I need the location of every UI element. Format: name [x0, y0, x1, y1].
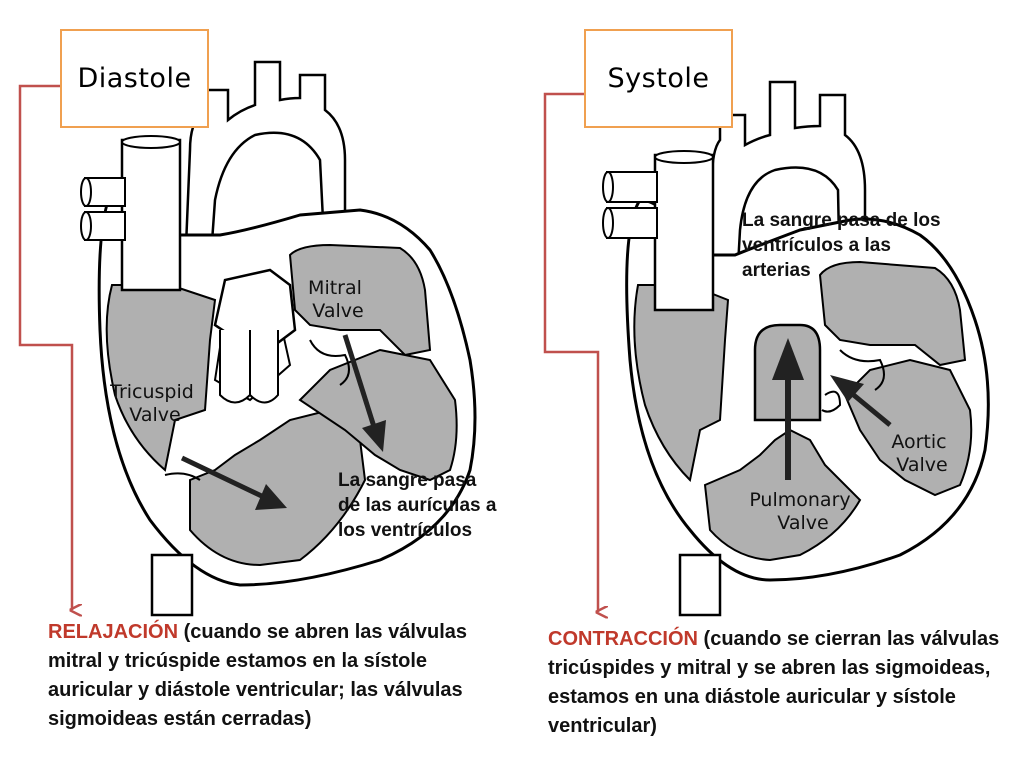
valve-curl-1	[219, 330, 251, 404]
left-ventricle	[298, 348, 458, 482]
right-atrium	[105, 284, 217, 472]
aortic-flow-arrow	[848, 390, 892, 427]
systole-note-line: La sangre pasa de los	[742, 210, 941, 231]
pv4-end	[602, 207, 614, 239]
systole-keyword: CONTRACCIÓN	[548, 628, 698, 650]
systole-caption-text: (cuando se cierran las válvulas tricúspi…	[548, 628, 1000, 737]
left-atrium	[288, 243, 432, 357]
diastole-note-line: La sangre pasa	[338, 470, 477, 491]
diastole-heart: Mitral Valve Tricuspid Valve	[80, 60, 477, 617]
aortic-label: Aortic Valve	[891, 431, 952, 476]
pv3-end	[602, 171, 614, 203]
superior-vena-cava	[120, 138, 182, 292]
tricuspid-flow-arrow	[180, 455, 272, 503]
systole-note-line: arterias	[742, 260, 811, 281]
mitral-label: Mitral Valve	[308, 277, 368, 322]
inferior-vena-cava	[150, 553, 194, 617]
systole-connector	[543, 92, 598, 612]
diastole-note-line: de las aurículas a	[338, 495, 497, 516]
tricuspid-flow-arrowhead	[255, 484, 287, 510]
pulmonary-flow-arrowhead	[772, 338, 804, 380]
pulmonary-vein-3	[606, 171, 658, 203]
pv1-end	[80, 177, 92, 207]
right-ventricle-systole	[703, 428, 862, 562]
svc-opening	[121, 135, 181, 149]
pulmonary-vein-4	[606, 207, 658, 239]
tricuspid-flap	[164, 472, 201, 481]
systole-title-box: Systole	[584, 29, 733, 128]
aortic-flow-arrowhead	[830, 375, 864, 402]
diastole-keyword: RELAJACIÓN	[48, 621, 179, 643]
systole-heart: Aortic Valve Pulmonary Valve	[602, 80, 990, 617]
pulmonary-label: Pulmonary Valve	[749, 489, 856, 534]
systole-title: Systole	[607, 63, 710, 94]
systole-flow-note: La sangre pasa de los ventrículos a las …	[742, 208, 941, 283]
diastole-flow-note: La sangre pasa de las aurículas a los ve…	[338, 468, 496, 543]
superior-vena-cava-systole	[653, 153, 715, 312]
left-atrium-systole	[818, 260, 967, 367]
diastole-caption: RELAJACIÓN (cuando se abren las válvulas…	[48, 618, 508, 734]
valve-curl-2	[249, 330, 279, 404]
systole-caption: CONTRACCIÓN (cuando se cierran las válvu…	[548, 625, 1003, 741]
mitral-flow-arrow	[342, 334, 378, 431]
mitral-flow-arrowhead	[362, 420, 386, 452]
inferior-vena-cava-systole	[678, 553, 722, 617]
aortic-arch-systole	[708, 80, 867, 322]
diastole-title: Diastole	[77, 63, 192, 94]
diastole-note-line: los ventrículos	[338, 520, 473, 541]
tricuspid-label: Tricuspid Valve	[109, 381, 200, 426]
mitral-flap-systole	[839, 349, 885, 391]
diastole-title-box: Diastole	[60, 29, 209, 128]
svc-opening-systole	[654, 150, 714, 164]
pv2-end	[80, 211, 92, 241]
left-ventricle-systole	[843, 358, 973, 497]
right-atrium-systole	[633, 284, 730, 483]
aortic-arch	[183, 60, 347, 272]
mitral-flap	[309, 339, 350, 386]
systole-note-line: ventrículos a las	[742, 235, 891, 256]
diastole-connector	[18, 84, 72, 610]
diastole-caption-text: (cuando se abren las válvulas mitral y t…	[48, 621, 468, 730]
aortic-flap	[821, 390, 842, 413]
